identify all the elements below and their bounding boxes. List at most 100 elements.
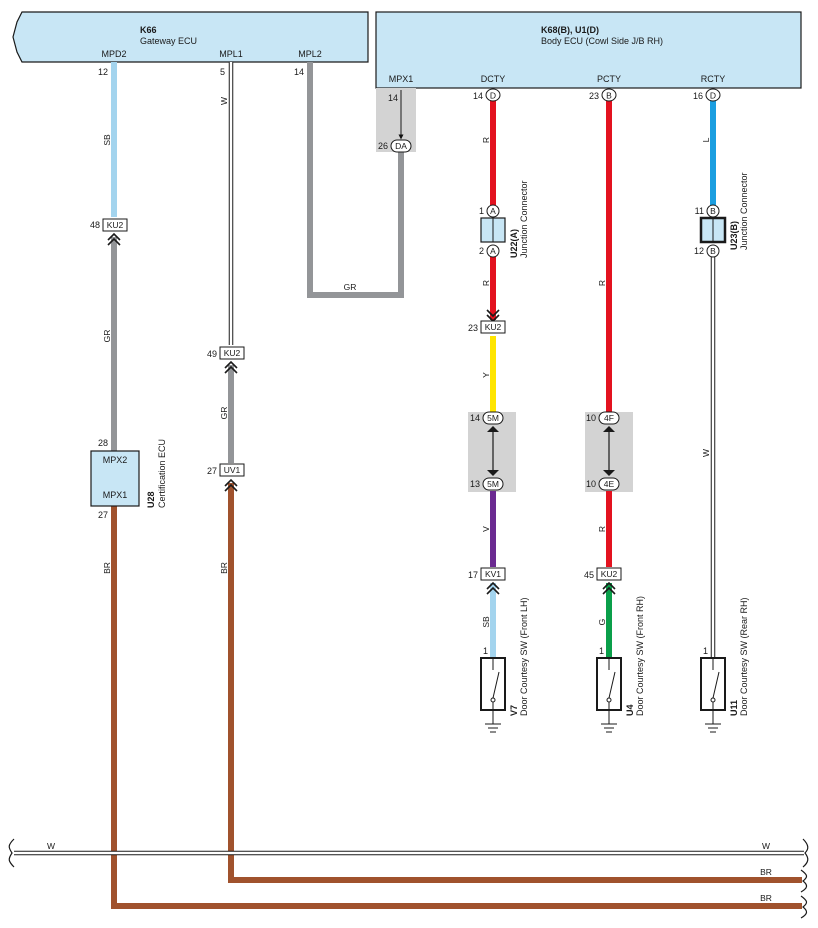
v7-name: Door Courtesy SW (Front LH) — [519, 597, 529, 716]
certification-ecu: 28 MPX2 MPX1 27 U28 Certification ECU — [90, 438, 167, 520]
wcol-dcty-4: V — [481, 526, 491, 532]
signal-pcty: PCTY — [597, 74, 621, 84]
pin-rcty: 16 — [693, 91, 703, 101]
label-kv1: KV1 — [485, 569, 501, 579]
pin-49: 49 — [207, 349, 217, 359]
connector-ku2-45: 45 KU2 — [584, 567, 622, 595]
u4-pin: 1 — [599, 646, 604, 656]
connector-kv1-17: 17 KV1 — [468, 567, 506, 595]
pin-mpx1: 14 — [388, 93, 398, 103]
pin-mpl2: 14 — [294, 67, 304, 77]
connector-5m-pair: 14 5M 13 5M — [470, 411, 504, 491]
rcty-pin-badge: 16 D — [693, 88, 721, 102]
u11-pin: 1 — [703, 646, 708, 656]
pin-mpl1: 5 — [220, 67, 225, 77]
bus-break-right-bot — [800, 895, 808, 919]
cert-signal-top: MPX2 — [103, 455, 128, 465]
u22-pin-in: 1 — [479, 206, 484, 216]
label-uv1: UV1 — [224, 465, 241, 475]
pin-pcty: 23 — [589, 91, 599, 101]
wcol-rcty-1: L — [701, 137, 711, 142]
gateway-ecu-code: K66 — [140, 25, 157, 35]
bus-label-br2: BR — [760, 893, 772, 903]
badge-dcty: D — [490, 91, 496, 101]
wcol-dcty-2: R — [481, 280, 491, 286]
signal-mpl1: MPL1 — [219, 49, 243, 59]
cert-pin-top: 28 — [98, 438, 108, 448]
wcol-mpl1-top: W — [219, 97, 229, 105]
signal-rcty: RCTY — [701, 74, 726, 84]
cert-pin-bottom: 27 — [98, 510, 108, 520]
bus-label-w-left: W — [47, 841, 55, 851]
wcol-pcty-3: G — [597, 619, 607, 626]
u22-name: Junction Connector — [519, 180, 529, 258]
wcol-mpd2-top: SB — [102, 134, 112, 146]
junction-connector-u23: 11 B 12 B U23(B) Junction Connector — [694, 172, 749, 258]
signal-mpd2: MPD2 — [101, 49, 126, 59]
u4-name: Door Courtesy SW (Front RH) — [635, 596, 645, 716]
connector-ku2-23: 23 KU2 — [468, 309, 506, 334]
u23-name: Junction Connector — [739, 172, 749, 250]
pin-45-ku2: 45 — [584, 570, 594, 580]
switch-u4: 1 U4 Door Courtesy SW (Front RH) — [596, 596, 645, 733]
connector-da-label: DA — [395, 141, 407, 151]
badge-rcty: D — [710, 91, 716, 101]
u4-code: U4 — [625, 704, 635, 716]
signal-mpx1: MPX1 — [389, 74, 414, 84]
pin-10-4f: 10 — [586, 413, 596, 423]
connector-da-pin: 26 — [378, 141, 388, 151]
label-4e: 4E — [604, 479, 615, 489]
signal-dcty: DCTY — [481, 74, 506, 84]
wcol-pcty-2: R — [597, 526, 607, 532]
connector-da: DA 26 — [378, 90, 412, 153]
cert-name: Certification ECU — [157, 439, 167, 508]
dcty-pin-badge: 14 D — [473, 88, 501, 102]
u11-name: Door Courtesy SW (Rear RH) — [739, 597, 749, 716]
wire-mpl2-gr — [307, 62, 404, 298]
u22-badge-top: A — [490, 206, 496, 216]
signal-mpl2: MPL2 — [298, 49, 322, 59]
wire-mpl1-br — [228, 483, 802, 883]
badge-pcty: B — [606, 91, 612, 101]
label-ku2-48: KU2 — [107, 220, 124, 230]
wcol-mpd2-bottom: BR — [102, 562, 112, 574]
gateway-ecu: K66 Gateway ECU MPD2 MPL1 MPL2 — [12, 11, 369, 63]
cert-code: U28 — [146, 491, 156, 508]
pin-27-uv1: 27 — [207, 466, 217, 476]
junction-connector-u22: 1 A 2 A U22(A) Junction Connector — [479, 180, 529, 258]
pin-dcty: 14 — [473, 91, 483, 101]
connector-ku2-48: 48 KU2 — [90, 218, 128, 246]
bus-label-br1: BR — [760, 867, 772, 877]
wcol-pcty-1: R — [597, 280, 607, 286]
body-ecu: K68(B), U1(D) Body ECU (Cowl Side J/B RH… — [375, 11, 802, 89]
label-ku2-49: KU2 — [224, 348, 241, 358]
bus-break-left — [8, 838, 15, 868]
pin-17-kv1: 17 — [468, 570, 478, 580]
u22-pin-out: 2 — [479, 246, 484, 256]
u22-code: U22(A) — [509, 229, 519, 258]
connector-uv1-27: 27 UV1 — [207, 463, 245, 492]
wcol-dcty-1: R — [481, 137, 491, 143]
v7-code: V7 — [509, 705, 519, 716]
bus-break-right-mid — [800, 869, 808, 893]
wcol-mpl1-bottom: BR — [219, 562, 229, 574]
wcol-mpl2: GR — [344, 282, 357, 292]
pin-48: 48 — [90, 220, 100, 230]
cert-signal-bottom: MPX1 — [103, 490, 128, 500]
body-ecu-name: Body ECU (Cowl Side J/B RH) — [541, 36, 663, 46]
u23-badge-bottom: B — [710, 246, 716, 256]
bus-label-w-right: W — [762, 841, 770, 851]
label-5m-bottom: 5M — [487, 479, 499, 489]
connector-4f-4e-pair: 10 4F 10 4E — [586, 411, 620, 491]
v7-pin: 1 — [483, 646, 488, 656]
bus-break-right-top — [802, 838, 809, 868]
wcol-rcty-2: W — [701, 449, 711, 457]
label-4f: 4F — [604, 413, 614, 423]
u11-code: U11 — [729, 700, 739, 716]
wcol-mpl1-mid: GR — [219, 407, 229, 420]
u23-pin-in: 11 — [695, 206, 704, 216]
switch-u11: 1 U11 Door Courtesy SW (Rear RH) — [700, 597, 749, 733]
gateway-ecu-name: Gateway ECU — [140, 36, 197, 46]
